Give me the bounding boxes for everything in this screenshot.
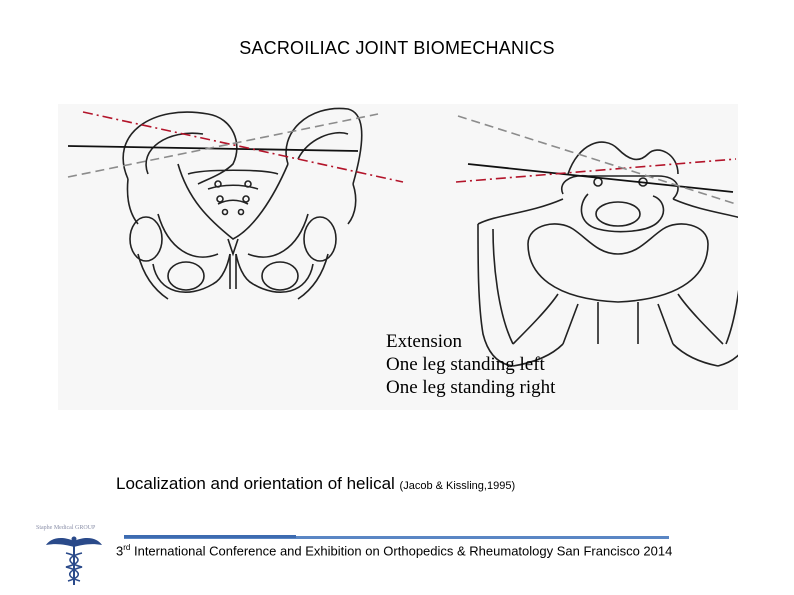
pelvis-diagram	[58, 104, 738, 410]
footer-ordinal-suffix: rd	[123, 543, 131, 552]
legend-item-extension: Extension	[256, 330, 596, 354]
axis-lines-right	[455, 115, 737, 205]
caption-citation: (Jacob & Kissling,1995)	[399, 480, 516, 492]
legend-label-one-leg-right: One leg standing right	[386, 377, 556, 398]
figure-caption: Localization and orientation of helical …	[116, 474, 515, 494]
slide-title: SACROILIAC JOINT BIOMECHANICS	[239, 38, 555, 58]
legend-label-one-leg-left: One leg standing left	[386, 354, 545, 375]
pelvis-frontal-view	[122, 107, 363, 300]
axis-lines-left	[67, 111, 404, 183]
footer-rule	[124, 536, 669, 539]
logo-text: Staphe Medical GROUP	[36, 525, 96, 531]
legend-label-extension: Extension	[386, 331, 462, 352]
footer-text: International Conference and Exhibition …	[130, 543, 673, 559]
caduceus-icon	[46, 536, 102, 585]
footer-rule-accent	[124, 535, 296, 538]
footer-ordinal-number: 3	[116, 543, 124, 559]
footer-conference: 3rd International Conference and Exhibit…	[116, 543, 672, 558]
legend: Extension One leg standing left One leg …	[256, 326, 596, 406]
conference-logo: Staphe Medical GROUP	[36, 525, 112, 585]
legend-item-one-leg-left: One leg standing left	[256, 353, 596, 377]
legend-item-one-leg-right: One leg standing right	[256, 376, 596, 400]
caption-main: Localization and orientation of helical	[116, 474, 395, 493]
